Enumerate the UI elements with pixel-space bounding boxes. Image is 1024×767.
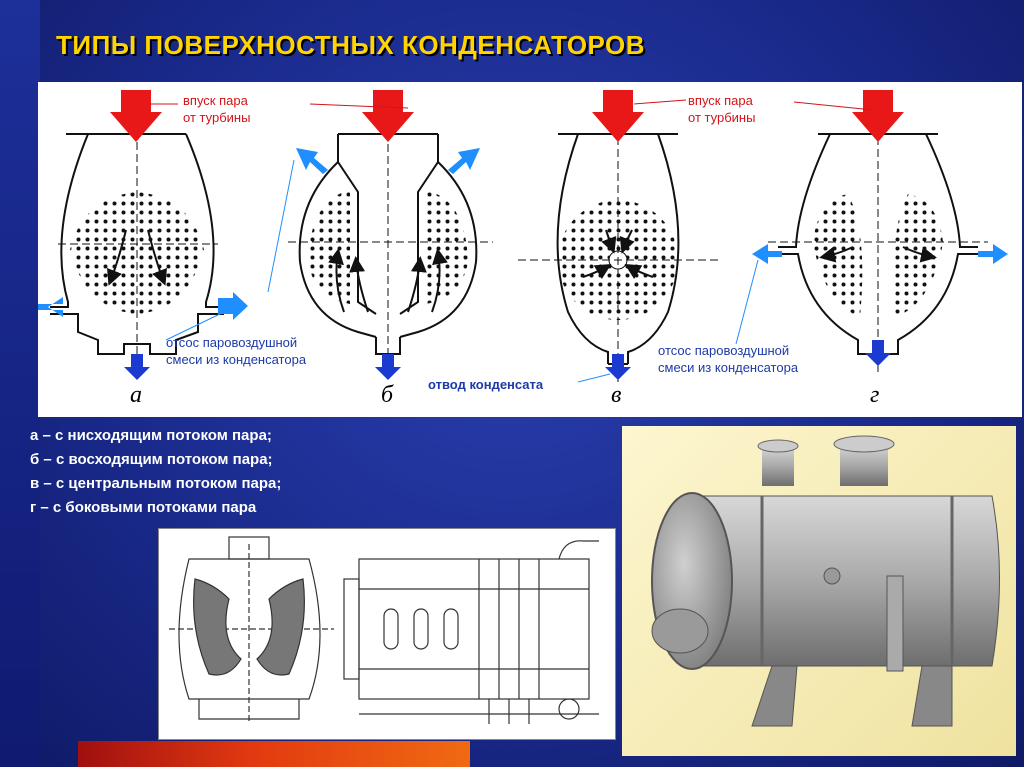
letter-b: б (381, 382, 394, 408)
steam-inlet-arrow-g (852, 90, 904, 142)
condensate-arrow-g (865, 340, 891, 366)
condenser-g (752, 90, 1008, 372)
legend-item-g: г – с боковыми потоками пара (30, 499, 257, 516)
left-band (0, 0, 40, 767)
condensate-arrow-v (605, 354, 631, 380)
condenser-diagrams-svg (38, 90, 1008, 383)
air-suction-label-2: отсос паровоздушной смеси из конденсатор… (658, 343, 799, 375)
technical-drawing (158, 528, 616, 740)
air-suction-arrow-b-right (448, 148, 480, 174)
steam-inlet-label-1: впуск пара от турбины (183, 93, 251, 125)
steam-inlet-label-2: впуск пара от турбины (688, 93, 756, 125)
condenser-photo-svg (651, 435, 1000, 727)
bottom-accent-bar (78, 741, 470, 767)
leader-lines (148, 99, 874, 383)
condenser-a (38, 90, 248, 380)
condenser-v (518, 90, 718, 382)
steam-inlet-arrow-b (362, 90, 414, 142)
steam-inlet-arrow-v (592, 90, 644, 142)
condenser-photo (622, 426, 1016, 756)
condensate-arrow-a (124, 354, 150, 380)
air-suction-label-1: отсос паровоздушной смеси из конденсатор… (166, 335, 307, 367)
letter-v: в (611, 382, 622, 408)
condenser-types-legend: а – с нисходящим потоком пара; б – с вос… (30, 424, 281, 520)
legend-item-v: в – с центральным потоком пара; (30, 475, 282, 492)
condenser-b (288, 90, 493, 380)
condenser-diagram-panel: впуск пара от турбины впуск пара от турб… (38, 82, 1022, 417)
air-suction-arrow-a (218, 292, 248, 320)
letter-a: а (130, 382, 142, 408)
steam-inlet-arrow-a (110, 90, 162, 142)
condensate-drain-label: отвод конденсата (428, 377, 544, 392)
air-suction-arrow-g-right (978, 244, 1008, 264)
legend-item-b: б – с восходящим потоком пара; (30, 451, 273, 468)
legend-item-a: а – с нисходящим потоком пара; (30, 427, 272, 444)
air-suction-arrow-b-left (296, 148, 328, 174)
technical-drawing-svg (169, 536, 599, 724)
letter-g: г (870, 382, 880, 408)
condensate-arrow-b (375, 354, 401, 380)
page-title: ТИПЫ ПОВЕРХНОСТНЫХ КОНДЕНСАТОРОВ (56, 30, 646, 60)
air-suction-arrow-g-left (752, 244, 782, 264)
